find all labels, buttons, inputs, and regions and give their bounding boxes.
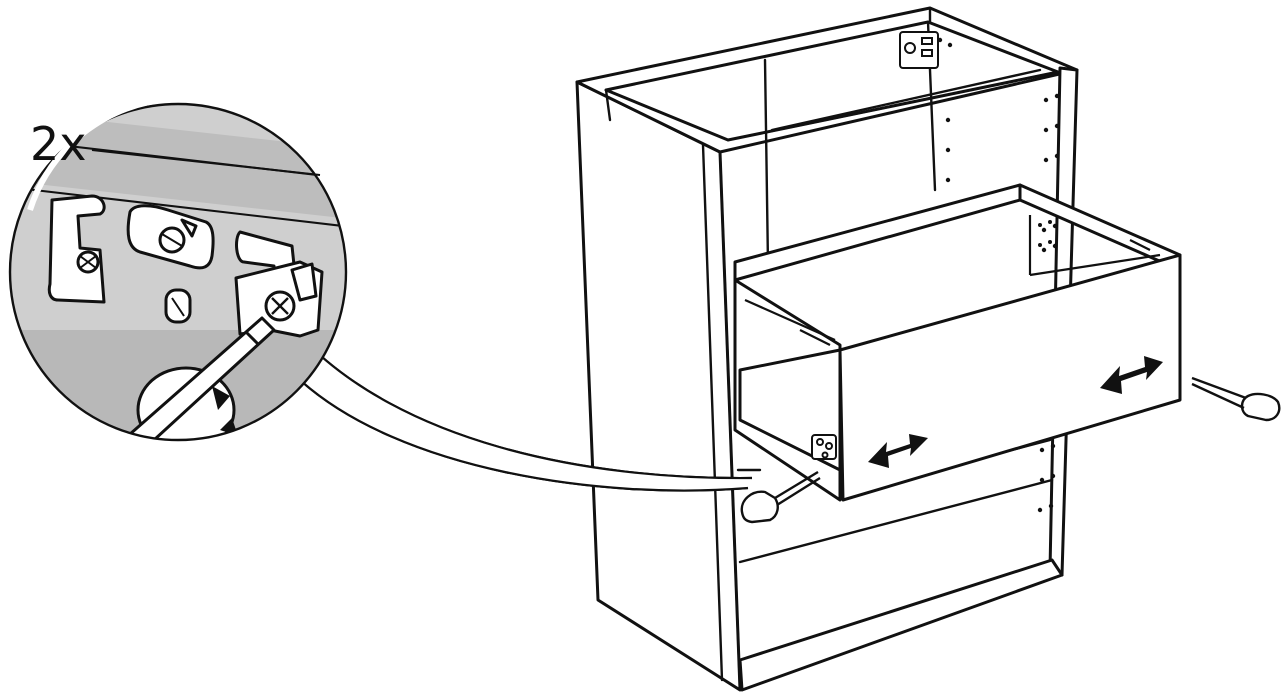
drawer-clip-right	[234, 230, 324, 338]
cabinet-left-side	[575, 80, 742, 692]
quantity-label-line	[91, 149, 321, 176]
zoom-callout-border	[8, 102, 348, 442]
quantity-label: 2x	[30, 117, 87, 171]
drawer-back	[1018, 183, 1182, 272]
screwdriver-icon	[740, 470, 821, 524]
rail-holes	[1038, 220, 1052, 247]
slot	[164, 288, 192, 324]
double-arrow-icon	[1100, 356, 1163, 394]
screwdriver-icon	[110, 316, 276, 440]
drawer-left-side	[733, 183, 1022, 282]
double-arrow-icon	[868, 434, 928, 468]
wall-bracket	[899, 31, 939, 69]
drawer-inner-lines	[744, 215, 1161, 346]
drawer-box	[733, 183, 1182, 502]
drawer-clip-left	[47, 194, 106, 304]
cabinet-inner-lines	[604, 6, 1060, 692]
drawer-clip-center	[126, 204, 215, 270]
screwdriver-icon	[1191, 376, 1281, 422]
cabinet-frame	[575, 6, 1079, 692]
cabinet-bottom	[738, 558, 1064, 692]
drawer-adjuster	[811, 434, 837, 460]
